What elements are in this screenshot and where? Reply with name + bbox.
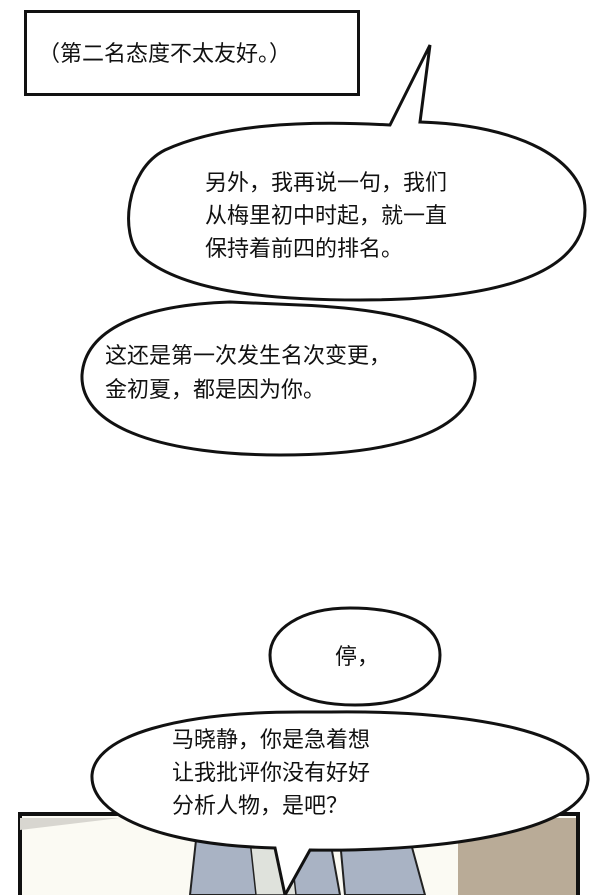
narration-box <box>24 10 360 96</box>
bubble-1-line-3: 保持着前四的排名。 <box>205 237 404 262</box>
bubble-3 <box>268 606 442 707</box>
bubble-2 <box>80 300 477 457</box>
bubble-2-line-2: 金初夏，都是因为你。 <box>105 378 326 403</box>
bubble-1 <box>127 44 587 302</box>
bubble-4 <box>90 710 590 895</box>
bubble-4-line-2: 让我批评你没有好好 <box>172 761 371 786</box>
bubble-4-line-1: 马晓静，你是急着想 <box>172 728 371 753</box>
bubble-1-line-1: 另外，我再说一句，我们 <box>205 171 448 196</box>
bubble-4-line-3: 分析人物，是吧？ <box>172 794 349 819</box>
bubble-1-line-2: 从梅里初中时起，就一直 <box>205 204 448 229</box>
bubble-2-line-1: 这还是第一次发生名次变更， <box>105 344 392 369</box>
speech-bubbles <box>80 44 590 895</box>
bubble-3-line-1: 停， <box>335 645 380 670</box>
narration-text: （第二名态度不太友好。） <box>38 42 292 67</box>
